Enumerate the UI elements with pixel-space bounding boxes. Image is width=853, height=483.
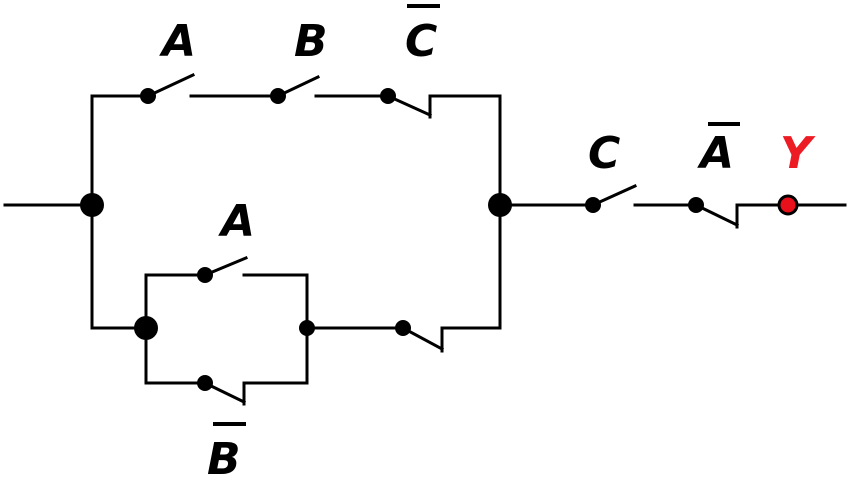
label-a-mid: A xyxy=(218,196,255,247)
label-c-bar-top: C xyxy=(405,16,437,67)
contact-a-top-blade xyxy=(146,73,195,98)
label-b-bar-bottom: B xyxy=(207,434,241,483)
label-a-bar-right: A xyxy=(697,128,734,179)
label-c-right: C xyxy=(588,128,620,179)
contact-b-bar-blade xyxy=(202,380,247,405)
label-b-top: B xyxy=(294,16,328,67)
contact-a-bar-blade xyxy=(693,202,740,228)
contact-c-bar-blade xyxy=(386,94,432,117)
output-terminal xyxy=(777,194,799,216)
junction-inner-left xyxy=(134,316,158,340)
junction-right xyxy=(488,193,512,217)
contact-bottom-blade xyxy=(400,325,445,352)
junction-left xyxy=(80,193,104,217)
contact-c-blade xyxy=(591,184,637,207)
label-a-top: A xyxy=(159,16,196,67)
label-output-y: Y xyxy=(780,128,816,179)
junction-inner-right xyxy=(299,320,315,336)
contact-b-top-blade xyxy=(276,75,320,98)
contact-a-mid-blade xyxy=(203,256,248,277)
